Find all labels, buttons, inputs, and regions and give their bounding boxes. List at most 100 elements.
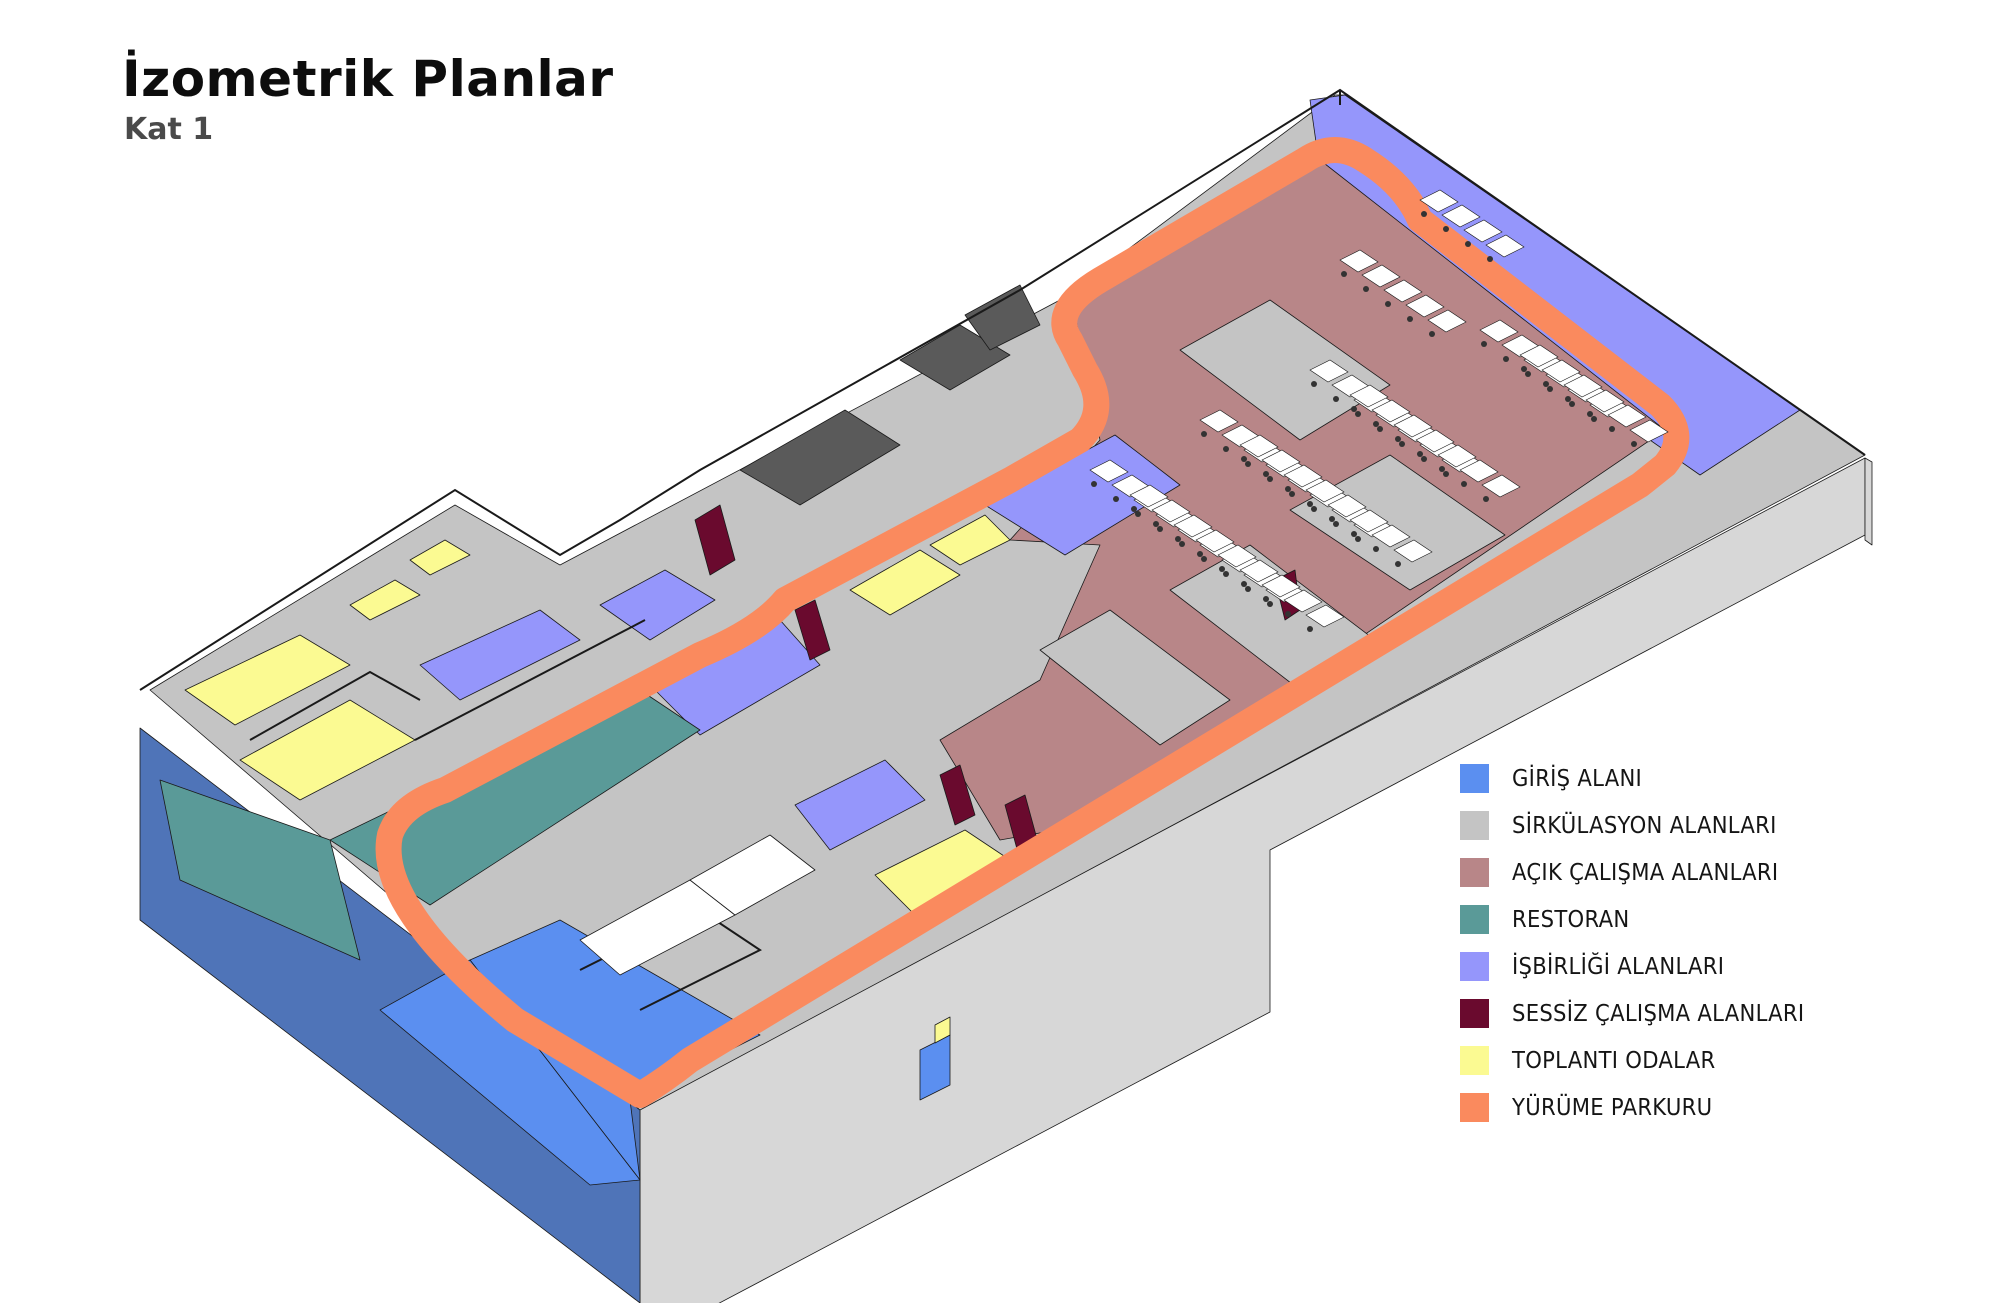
zone-meeting-6: [929, 514, 1011, 566]
central-stair: [579, 834, 816, 976]
legend-item-acik-calisma: AÇIK ÇALIŞMA ALANLARI: [1460, 849, 1830, 896]
legend-label: GİRİŞ ALANI: [1512, 765, 1643, 792]
chair: [1355, 411, 1361, 417]
chair: [1363, 286, 1369, 292]
exterior-wall-east: [1864, 457, 1873, 546]
legend-item-giris: GİRİŞ ALANI: [1460, 755, 1830, 802]
legend-swatch: [1460, 905, 1489, 934]
chair: [1429, 331, 1435, 337]
desk: [1481, 474, 1521, 498]
legend-label: AÇIK ÇALIŞMA ALANLARI: [1512, 859, 1779, 886]
chair: [1263, 471, 1269, 477]
chair: [1373, 546, 1379, 552]
desk: [1437, 444, 1477, 468]
circulation-island-4: [1039, 609, 1231, 746]
desk: [1129, 484, 1169, 508]
desk: [1283, 589, 1323, 613]
chair: [1443, 226, 1449, 232]
desk: [1419, 189, 1459, 213]
desk: [1463, 219, 1503, 243]
zone-meeting-5: [849, 549, 961, 616]
desk: [1563, 374, 1603, 398]
desk: [1151, 499, 1191, 523]
desk: [1217, 544, 1257, 568]
chair: [1179, 541, 1185, 547]
zone-collaboration-lounge: [419, 609, 581, 701]
legend-label: YÜRÜME PARKURU: [1512, 1094, 1713, 1121]
chair: [1421, 456, 1427, 462]
desk: [1371, 524, 1411, 548]
desk: [1441, 204, 1481, 228]
legend-swatch: [1460, 952, 1489, 981]
desk: [1239, 559, 1279, 583]
chair: [1481, 341, 1487, 347]
desk: [1089, 459, 1129, 483]
desk: [1607, 404, 1647, 428]
zone-meeting-1: [184, 634, 351, 726]
legend: GİRİŞ ALANI SİRKÜLASYON ALANLARI AÇIK ÇA…: [1460, 755, 1830, 1131]
desk: [1195, 529, 1235, 553]
legend-item-sessiz-calisma: SESSİZ ÇALIŞMA ALANLARI: [1460, 990, 1830, 1037]
zone-quiet-3: [939, 764, 976, 826]
chair: [1421, 211, 1427, 217]
chair: [1443, 471, 1449, 477]
zone-entrance-left: [379, 959, 641, 1186]
desk-layer: [1089, 189, 1669, 632]
legend-swatch: [1460, 999, 1489, 1028]
chair: [1263, 596, 1269, 602]
legend-item-restoran: RESTORAN: [1460, 896, 1830, 943]
chair: [1543, 381, 1549, 387]
chair: [1351, 531, 1357, 537]
chair: [1351, 406, 1357, 412]
chair: [1417, 451, 1423, 457]
zone-restaurant-glazing: [159, 779, 361, 961]
chair: [1483, 496, 1489, 502]
chair: [1307, 501, 1313, 507]
chair: [1355, 536, 1361, 542]
desk: [1393, 414, 1433, 438]
desk: [1327, 494, 1367, 518]
legend-swatch: [1460, 1093, 1489, 1122]
desk: [1361, 264, 1401, 288]
desk: [1427, 309, 1467, 333]
desk: [1383, 279, 1423, 303]
chair: [1525, 371, 1531, 377]
desk: [1459, 459, 1499, 483]
chair: [1245, 586, 1251, 592]
chair: [1487, 256, 1493, 262]
chair: [1609, 426, 1615, 432]
legend-swatch: [1460, 858, 1489, 887]
desk: [1629, 419, 1669, 443]
desk: [1415, 429, 1455, 453]
chair: [1407, 316, 1413, 322]
legend-label: SESSİZ ÇALIŞMA ALANLARI: [1512, 1000, 1805, 1027]
stair-landing: [689, 834, 816, 916]
legend-item-yurume: YÜRÜME PARKURU: [1460, 1084, 1830, 1131]
chair: [1289, 491, 1295, 497]
chair: [1461, 481, 1467, 487]
legend-label: TOPLANTI ODALAR: [1512, 1047, 1716, 1074]
chair: [1399, 441, 1405, 447]
legend-label: İŞBİRLİĞİ ALANLARI: [1512, 953, 1725, 980]
desk: [1371, 399, 1411, 423]
chair: [1565, 396, 1571, 402]
zone-quiet-1: [694, 504, 736, 576]
chair: [1439, 466, 1445, 472]
chair: [1131, 506, 1137, 512]
desk: [1519, 344, 1559, 368]
walking-track: [375, 137, 1690, 1108]
desk: [1339, 249, 1379, 273]
chair: [1153, 521, 1159, 527]
legend-label: SİRKÜLASYON ALANLARI: [1512, 812, 1777, 839]
chair: [1241, 581, 1247, 587]
chair: [1091, 481, 1097, 487]
desk: [1541, 359, 1581, 383]
chair: [1201, 431, 1207, 437]
desk: [1199, 409, 1239, 433]
chair: [1113, 496, 1119, 502]
circulation-island-2: [1289, 454, 1506, 591]
desk: [1261, 449, 1301, 473]
wall-restaurant-divider: [414, 619, 646, 741]
legend-swatch: [1460, 764, 1489, 793]
chair: [1311, 506, 1317, 512]
